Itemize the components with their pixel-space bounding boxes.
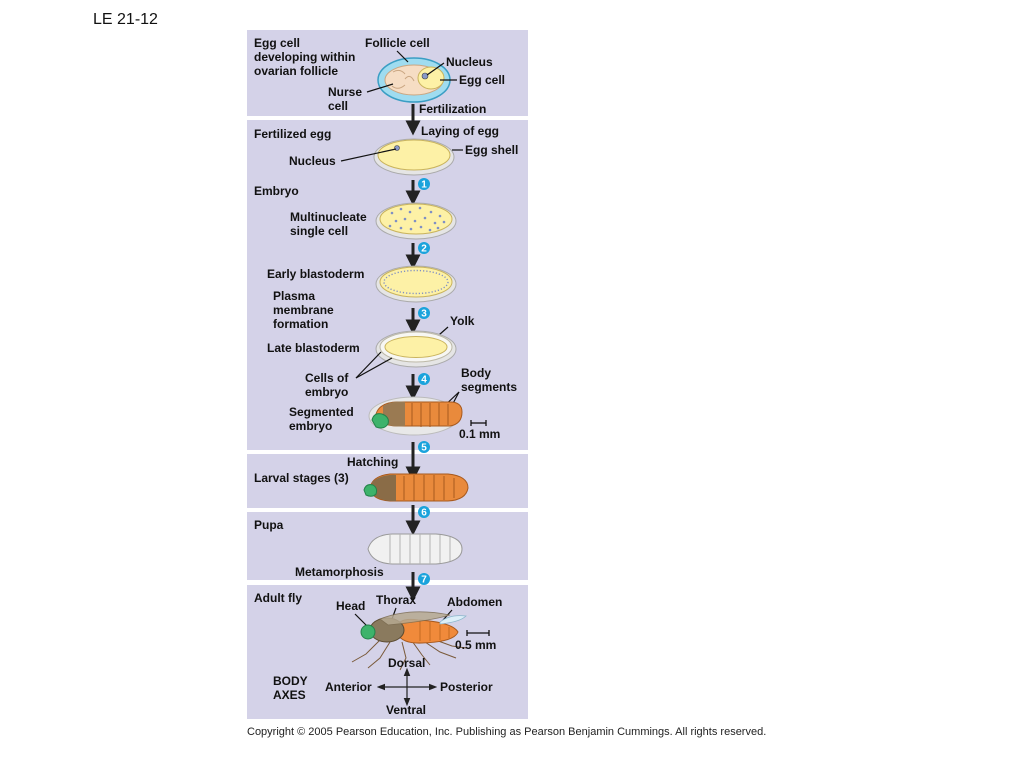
step-6-marker xyxy=(418,506,430,518)
copyright-notice: Copyright © 2005 Pearson Education, Inc.… xyxy=(247,726,766,738)
plasma-label-3: formation xyxy=(273,317,328,331)
ovarian-follicle-illustration xyxy=(377,57,451,103)
step-4-marker xyxy=(418,373,430,385)
fertilized-egg-illustration xyxy=(373,138,455,176)
scale-bar-0-5mm xyxy=(466,630,490,636)
step-5-number: 5 xyxy=(421,443,427,454)
hatching-label: Hatching xyxy=(347,455,398,469)
metamorphosis-label: Metamorphosis xyxy=(295,565,384,579)
egg-cell-title-1: Egg cell xyxy=(254,36,300,50)
dorsal-label: Dorsal xyxy=(388,656,425,670)
laying-of-egg-label: Laying of egg xyxy=(421,124,499,138)
step-2-number: 2 xyxy=(421,244,427,255)
nurse-cell-label-1: Nurse xyxy=(328,85,362,99)
fertilization-label: Fertilization xyxy=(419,102,486,116)
abdomen-label: Abdomen xyxy=(447,595,502,609)
egg-cell-title-2: developing within xyxy=(254,50,355,64)
scale-0-1mm-label: 0.1 mm xyxy=(459,427,500,441)
posterior-label: Posterior xyxy=(440,680,493,694)
step-7-number: 7 xyxy=(421,575,427,586)
thorax-label: Thorax xyxy=(376,593,416,607)
scale-0-5mm-label: 0.5 mm xyxy=(455,638,496,652)
plasma-label-1: Plasma xyxy=(273,289,315,303)
step-6-number: 6 xyxy=(421,508,427,519)
body-segments-label-2: segments xyxy=(461,380,517,394)
cells-of-embryo-label-1: Cells of xyxy=(305,371,349,385)
ventral-label: Ventral xyxy=(386,703,426,717)
cells-of-embryo-label-2: embryo xyxy=(305,385,348,399)
adult-fly-label: Adult fly xyxy=(254,591,302,605)
larval-stages-label: Larval stages (3) xyxy=(254,471,349,485)
multinucleate-cell-illustration xyxy=(375,202,457,240)
segmented-embryo-label-2: embryo xyxy=(289,419,332,433)
step-4-number: 4 xyxy=(421,375,427,386)
fertilized-egg-label: Fertilized egg xyxy=(254,127,331,141)
step-5-marker xyxy=(418,441,430,453)
egg-cell-label: Egg cell xyxy=(459,73,505,87)
pupa-illustration xyxy=(367,533,463,565)
yolk-label: Yolk xyxy=(450,314,475,328)
step-3-marker xyxy=(418,307,430,319)
body-segments-label-1: Body xyxy=(461,366,491,380)
body-axes-label-2: AXES xyxy=(273,688,306,702)
slide-label: LE 21-12 xyxy=(93,11,158,28)
panel-adult xyxy=(247,585,528,719)
late-blastoderm-label: Late blastoderm xyxy=(267,341,360,355)
body-axes-arrows xyxy=(376,667,438,707)
step-3-number: 3 xyxy=(421,309,427,320)
plasma-label-2: membrane xyxy=(273,303,334,317)
anterior-label: Anterior xyxy=(325,680,372,694)
pupa-label: Pupa xyxy=(254,518,284,532)
step-2-marker xyxy=(418,242,430,254)
nurse-cell-label-2: cell xyxy=(328,99,348,113)
step-7-marker xyxy=(418,573,430,585)
early-blastoderm-label: Early blastoderm xyxy=(267,267,364,281)
step-1-number: 1 xyxy=(421,180,427,191)
step-1-marker xyxy=(418,178,430,190)
larva-illustration xyxy=(363,473,469,502)
late-blastoderm-illustration xyxy=(375,330,457,368)
head-label: Head xyxy=(336,599,365,613)
follicle-cell-label: Follicle cell xyxy=(365,36,430,50)
egg-nucleus-label: Nucleus xyxy=(446,55,493,69)
segmented-embryo-label-1: Segmented xyxy=(289,405,354,419)
multinucleate-label-2: single cell xyxy=(290,224,348,238)
embryo-label: Embryo xyxy=(254,184,299,198)
adult-fly-illustration xyxy=(351,611,467,671)
early-blastoderm-illustration xyxy=(375,265,457,303)
egg-cell-title-3: ovarian follicle xyxy=(254,64,338,78)
scale-bar-0-1mm xyxy=(470,420,487,426)
multinucleate-label-1: Multinucleate xyxy=(290,210,367,224)
body-axes-label-1: BODY xyxy=(273,674,308,688)
egg-shell-label: Egg shell xyxy=(465,143,518,157)
fertilized-nucleus-label: Nucleus xyxy=(289,154,336,168)
segmented-embryo-illustration xyxy=(368,396,463,436)
